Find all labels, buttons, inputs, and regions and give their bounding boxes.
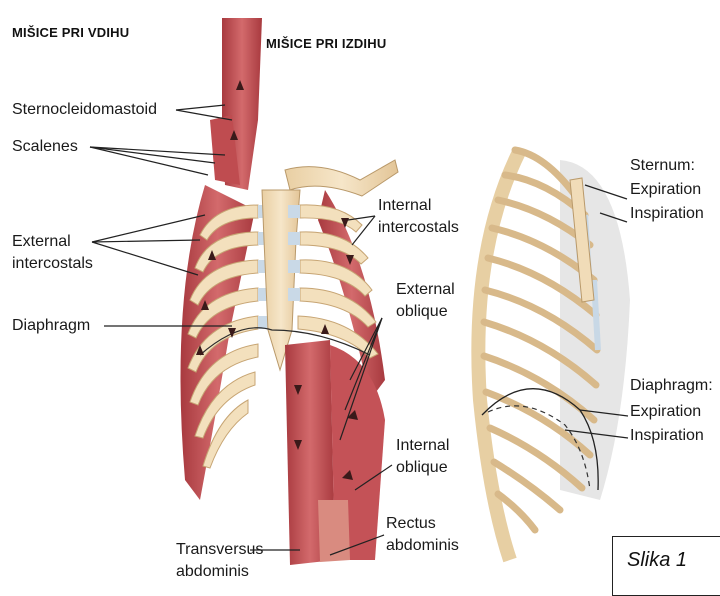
label-external-intercostals-line2: intercostals: [12, 254, 93, 274]
label-sternum: Sternum:: [630, 156, 695, 176]
label-internal-oblique-line1: Internal: [396, 436, 449, 456]
label-transversus-abdominis-line2: abdominis: [176, 562, 249, 582]
label-diaphragm: Diaphragm: [12, 316, 90, 336]
label-internal-intercostals-line1: Internal: [378, 196, 431, 216]
figure-caption-box: Slika 1: [612, 536, 720, 596]
label-diaphragm-right: Diaphragm:: [630, 376, 713, 396]
label-sternocleidomastoid: Sternocleidomastoid: [12, 100, 157, 120]
label-diaphragm-expiration: Expiration: [630, 402, 701, 422]
label-rectus-abdominis-line2: abdominis: [386, 536, 459, 556]
label-diaphragm-inspiration: Inspiration: [630, 426, 704, 446]
label-external-oblique-line2: oblique: [396, 302, 448, 322]
label-external-intercostals-line1: External: [12, 232, 71, 252]
label-external-oblique-line1: External: [396, 280, 455, 300]
expiration-muscles-header: MIŠICE PRI IZDIHU: [266, 36, 386, 51]
label-rectus-abdominis-line1: Rectus: [386, 514, 436, 534]
clavicle: [285, 160, 398, 196]
lateral-ribcage-figure: [478, 150, 630, 560]
label-internal-intercostals-line2: intercostals: [378, 218, 459, 238]
label-transversus-abdominis-line1: Transversus: [176, 540, 263, 560]
transversus-abdominis-muscle: [318, 500, 350, 562]
inspiration-muscles-header: MIŠICE PRI VDIHU: [12, 25, 129, 40]
label-sternum-inspiration: Inspiration: [630, 204, 704, 224]
figure-caption: Slika 1: [627, 549, 687, 572]
label-scalenes: Scalenes: [12, 137, 78, 157]
label-internal-oblique-line2: oblique: [396, 458, 448, 478]
label-sternum-expiration: Expiration: [630, 180, 701, 200]
